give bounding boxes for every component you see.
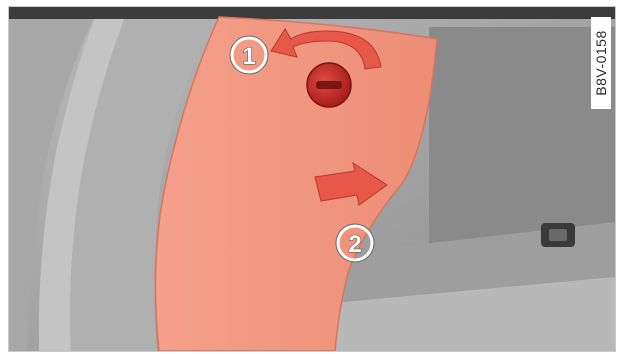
step-2-label: 2 <box>348 231 361 258</box>
step-1-label: 1 <box>242 43 255 70</box>
figure-code: B8V-0158 <box>593 30 609 96</box>
knob-slot <box>316 81 342 89</box>
trunk-side-panel-illustration: 1 2 <box>9 7 615 351</box>
figure-code-box: B8V-0158 <box>591 17 611 109</box>
ceiling-strip <box>9 7 615 19</box>
illustration-frame: 1 2 B8V-0158 <box>8 6 616 352</box>
